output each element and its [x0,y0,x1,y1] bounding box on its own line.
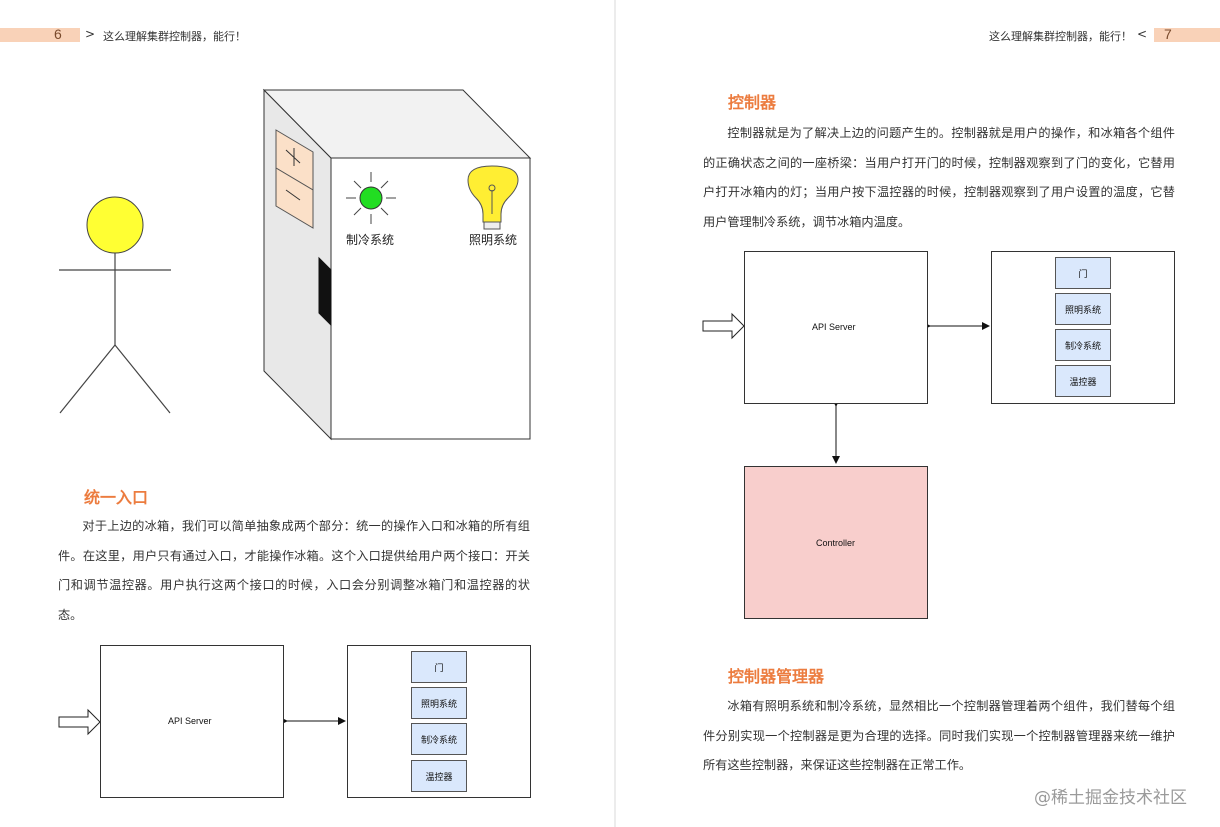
controller-box [744,466,928,619]
lighting-system-label: 照明系统 [469,233,518,247]
entry-arrow-icon [702,312,745,340]
header-title: 这么理解集群控制器，能行！ [103,30,246,43]
watermark: @稀土掘金技术社区 [1034,788,1187,808]
page-number-tab [1154,28,1220,42]
page-number: 7 [1164,26,1172,42]
api-server-box [744,251,928,404]
page-spine [614,0,616,827]
api-server-box [100,645,284,798]
header-arrow: < [1137,27,1148,41]
component-door: 门 [1055,257,1111,289]
section-title-controller-manager: 控制器管理器 [728,667,825,686]
light-bulb-icon [467,165,519,230]
page-number: 6 [54,26,62,42]
header-title: 这么理解集群控制器，能行！ [989,30,1132,43]
cooling-system-label: 制冷系统 [346,233,395,247]
right-page: 这么理解集群控制器，能行！ < 7 控制器 控制器就是为了解决上边的问题产生的。… [617,0,1220,827]
component-thermostat: 温控器 [411,760,467,792]
green-light-icon [346,172,396,224]
api-server-label: API Server [168,716,212,726]
section-paragraph-controller: 控制器就是为了解决上边的问题产生的。控制器就是用户的操作，和冰箱各个组件的正确状… [703,126,1175,229]
component-lighting: 照明系统 [411,687,467,719]
section-title: 统一入口 [84,488,149,507]
entry-arrow-icon [58,708,101,736]
header-arrow: > [85,27,96,41]
component-lighting: 照明系统 [1055,293,1111,325]
diagram-arrows [702,312,990,464]
section-paragraph: 对于上边的冰箱，我们可以简单抽象成两个部分：统一的操作入口和冰箱的所有组件。在这… [58,519,530,622]
controller-label: Controller [816,538,856,548]
component-cooling: 制冷系统 [1055,329,1111,361]
fridge-illustration [59,88,532,441]
section-paragraph-controller-manager: 冰箱有照明系统和制冷系统，显然相比一个控制器管理着两个组件，我们替每个组件分别实… [703,699,1175,772]
component-cooling: 制冷系统 [411,723,467,755]
section-title-controller: 控制器 [728,93,777,112]
person-figure [59,196,171,414]
left-page: 6 > 这么理解集群控制器，能行！ [0,26,532,798]
diagram-arrows [58,708,346,736]
api-server-label: API Server [812,322,856,332]
component-door: 门 [411,651,467,683]
page-number-tab [0,28,80,42]
component-thermostat: 温控器 [1055,365,1111,397]
